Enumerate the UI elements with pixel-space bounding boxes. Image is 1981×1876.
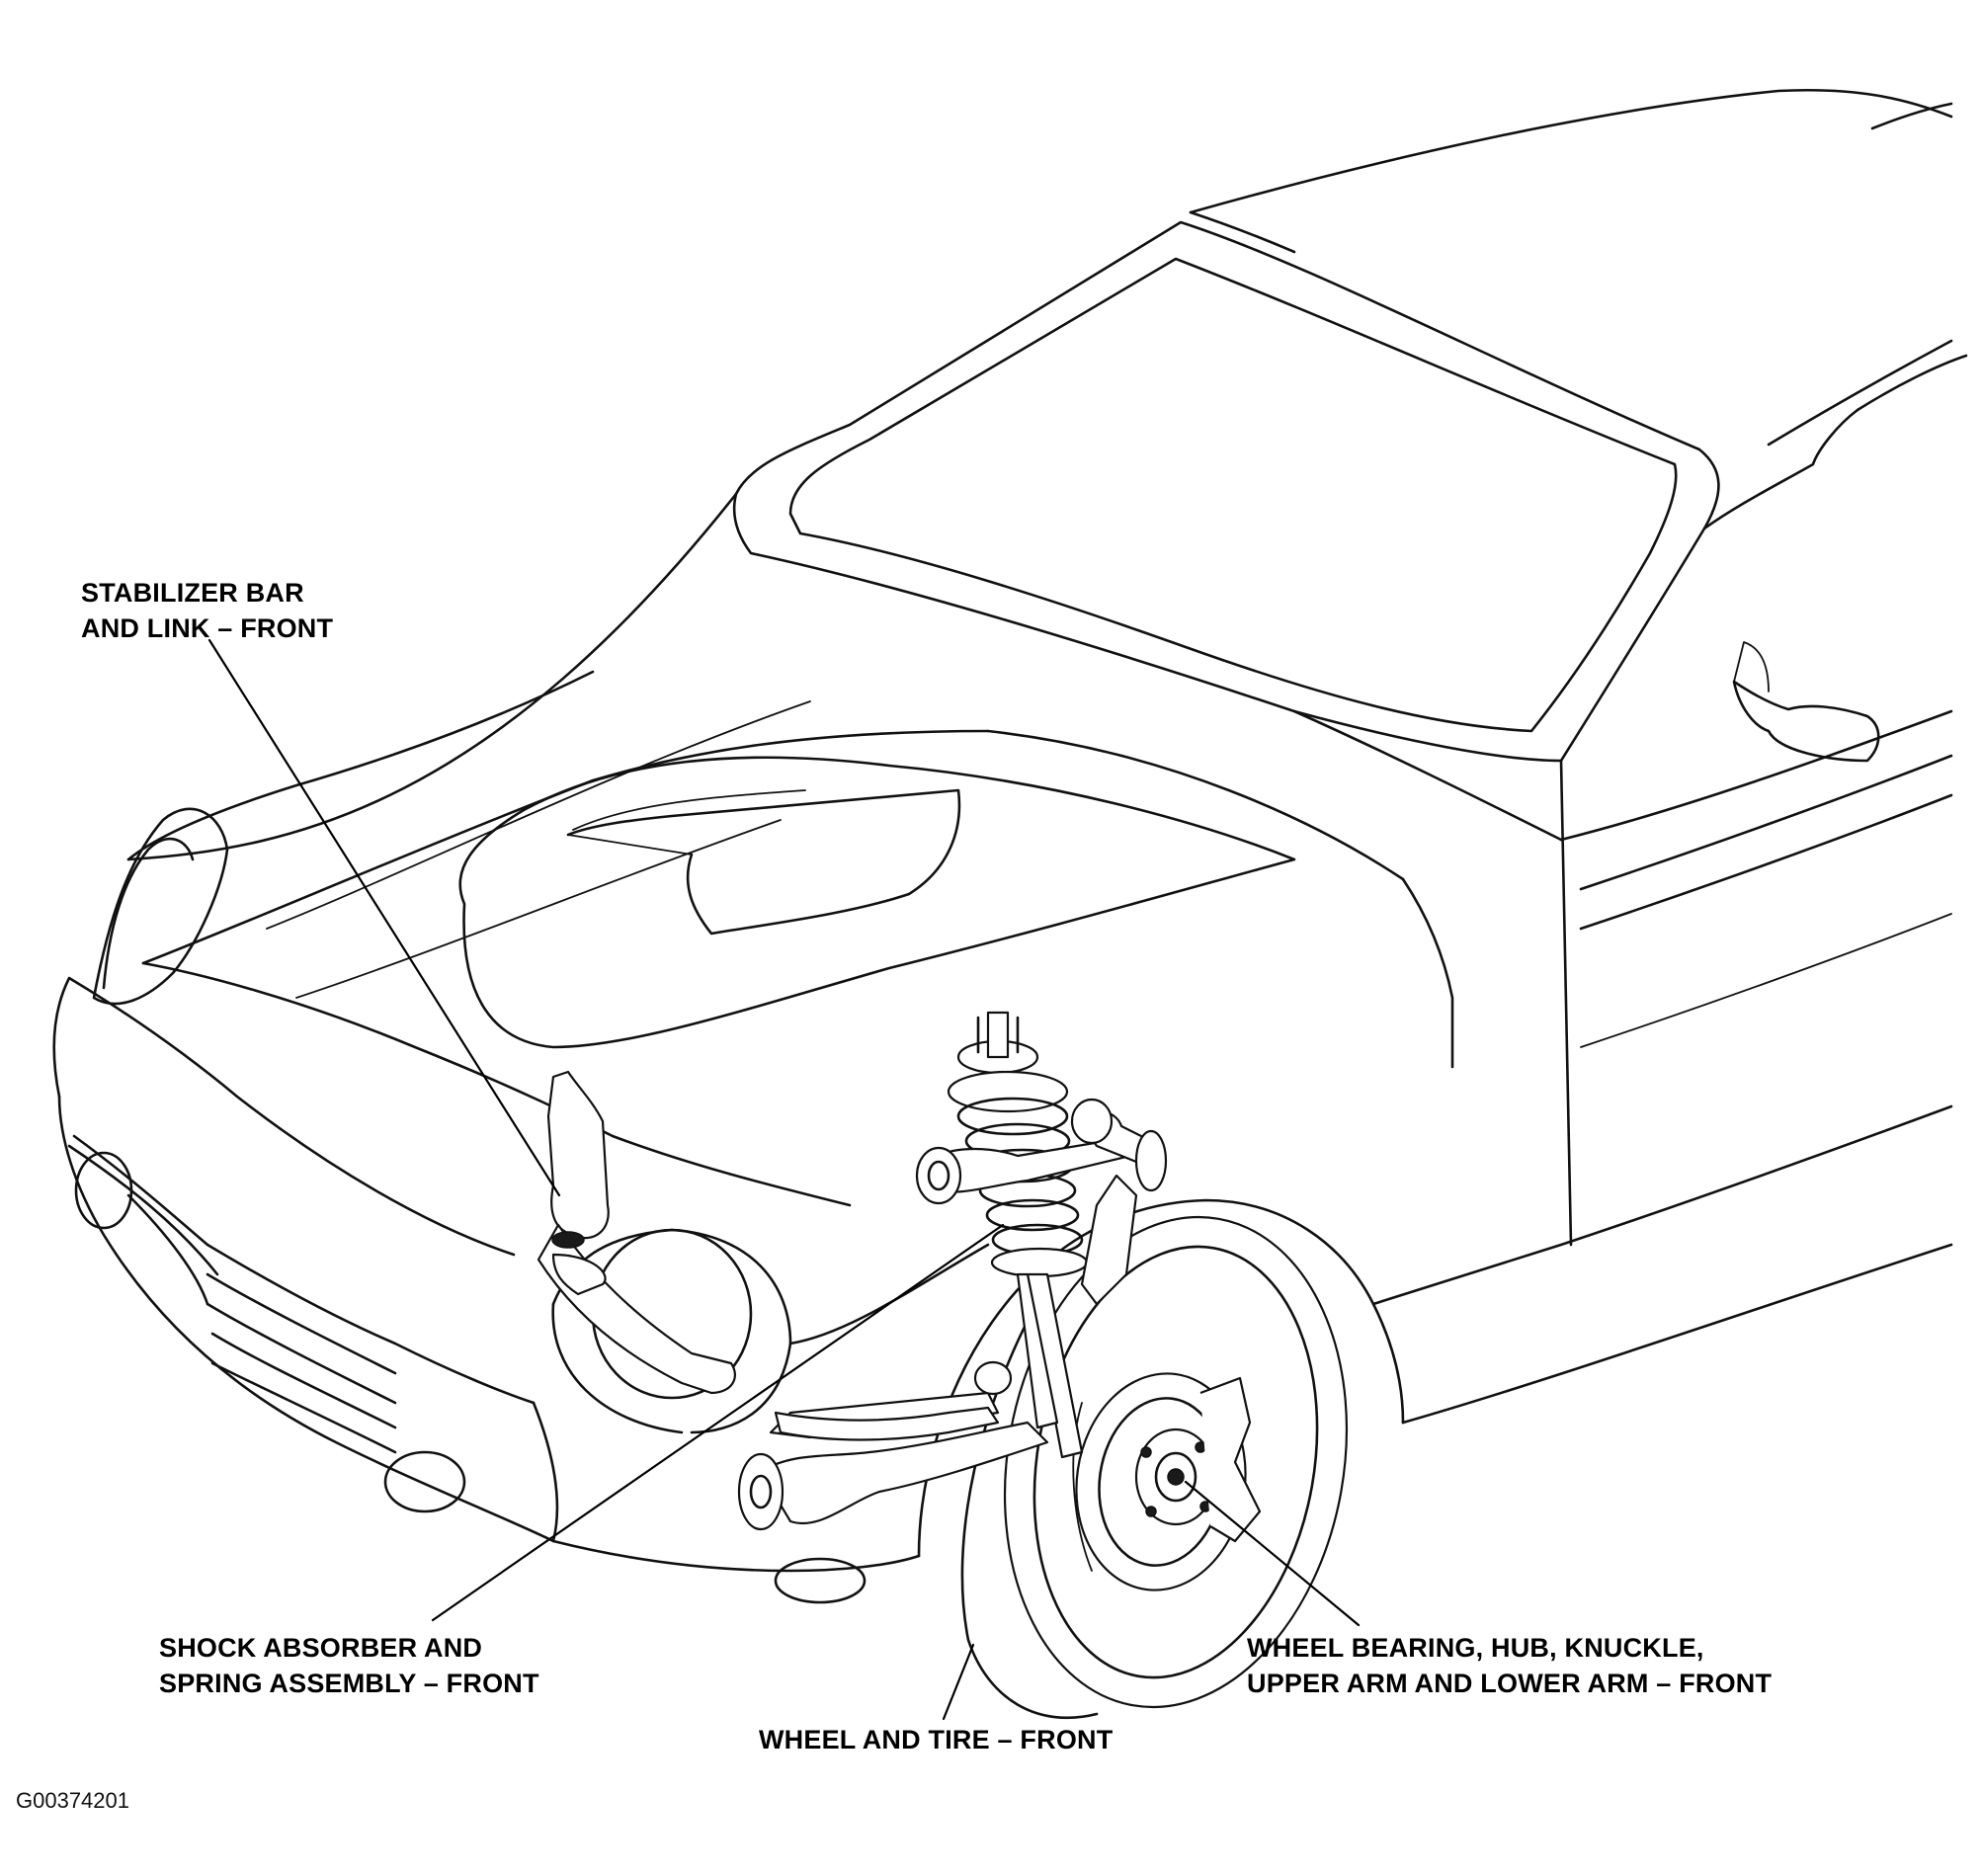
hub-knuckle-assembly [1072, 1372, 1262, 1591]
leader-shock [431, 1223, 1005, 1622]
leader-stabilizer [207, 638, 561, 1197]
leader-bearing [1184, 1480, 1361, 1627]
stabilizer-bar [537, 1070, 1000, 1441]
leader-wheel [942, 1643, 975, 1721]
lower-control-arm [737, 1360, 1049, 1531]
label-shock-absorber: SHOCK ABSORBER AND SPRING ASSEMBLY – FRO… [159, 1633, 539, 1698]
leader-lines [207, 638, 1361, 1721]
figure-id: G00374201 [16, 1788, 129, 1813]
label-stabilizer-bar: STABILIZER BAR AND LINK – FRONT [81, 578, 334, 643]
upper-control-arm [915, 1098, 1168, 1306]
label-wheel-and-tire: WHEEL AND TIRE – FRONT [759, 1725, 1114, 1754]
shock-spring-assembly [947, 1011, 1089, 1459]
label-wheel-bearing: WHEEL BEARING, HUB, KNUCKLE, UPPER ARM A… [1247, 1633, 1773, 1698]
